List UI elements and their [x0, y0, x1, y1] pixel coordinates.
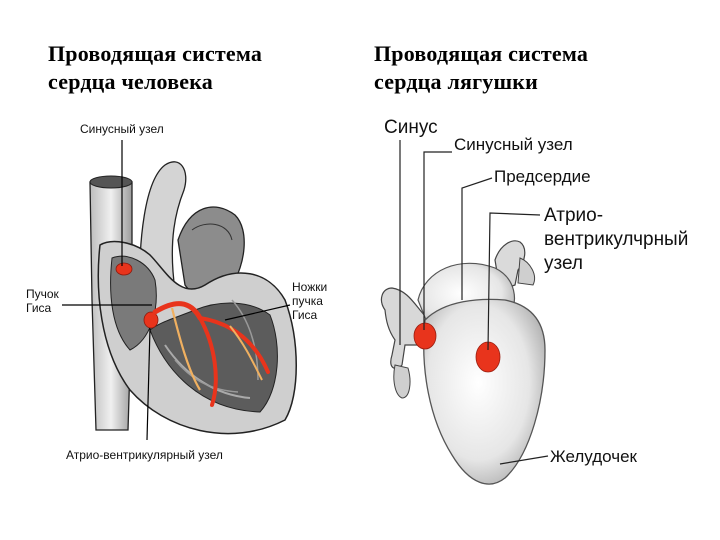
label-bundle-legs-line-3: Гиса: [292, 308, 318, 322]
human-heart-illustration: [62, 140, 297, 441]
title-frog-heart: Проводящая система сердца лягушки: [374, 40, 694, 96]
title-frog-line-1: Проводящая система: [374, 41, 589, 66]
label-frog-av-node-line-3: узел: [544, 253, 584, 274]
label-human-sinus-node: Синусный узел: [80, 122, 164, 136]
title-human-line-1: Проводящая система: [48, 41, 263, 66]
label-frog-av-node-line-2: вентрикулчрный: [544, 229, 689, 250]
label-human-bundle-his: Пучок Гиса: [26, 287, 59, 315]
label-bundle-legs-line-1: Ножки: [292, 280, 328, 294]
label-frog-av-node: Атрио- вентрикулчрный узел: [544, 204, 688, 276]
label-frog-atrium: Предсердие: [494, 167, 591, 186]
title-frog-line-2: сердца лягушки: [374, 69, 539, 94]
label-frog-ventricle: Желудочек: [550, 447, 637, 466]
label-bundle-his-line-1: Пучок: [26, 287, 59, 301]
label-human-bundle-legs: Ножки пучка Гиса: [292, 280, 327, 322]
frog-heart-illustration: [380, 140, 549, 485]
label-frog-sinus: Синус: [384, 117, 438, 138]
label-human-av-node: Атрио-вентрикулярный узел: [66, 448, 223, 462]
label-bundle-legs-line-2: пучка: [292, 294, 323, 308]
label-bundle-his-line-2: Гиса: [26, 301, 52, 315]
title-human-line-2: сердца человека: [48, 69, 214, 94]
label-frog-av-node-line-1: Атрио-: [544, 205, 604, 226]
title-human-heart: Проводящая система сердца человека: [48, 40, 348, 96]
label-frog-sinus-node: Синусный узел: [454, 135, 573, 154]
